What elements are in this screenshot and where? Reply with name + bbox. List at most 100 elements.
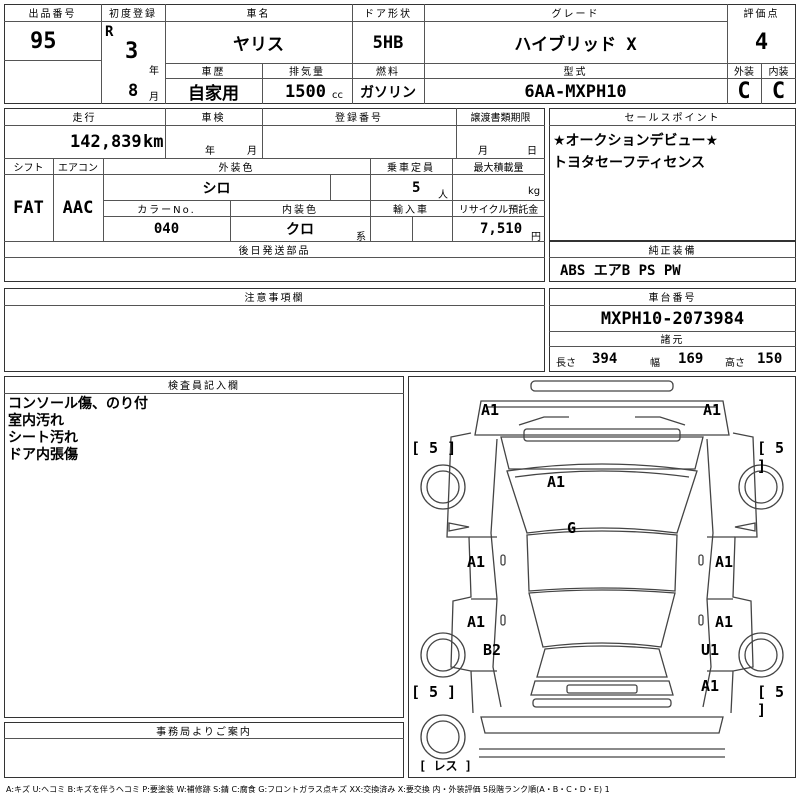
sales-line-1: ★オークションデビュー★ bbox=[553, 133, 719, 149]
mark-windshield: A1 bbox=[547, 473, 566, 491]
max-load-label: 最大積載量 bbox=[473, 162, 524, 174]
tire-rear-right: [ 5 ] bbox=[757, 683, 785, 719]
recycle-label: リサイクル預託金 bbox=[458, 204, 539, 216]
displacement-label: 排気量 bbox=[289, 67, 325, 78]
later-parts-label: 後日発送部品 bbox=[238, 245, 311, 257]
model: 6AA-MXPH10 bbox=[524, 81, 627, 102]
width-label: 幅 bbox=[650, 358, 660, 369]
width: 169 bbox=[678, 351, 704, 367]
ext-score: C bbox=[737, 78, 751, 104]
import-label: 輸入車 bbox=[393, 204, 429, 216]
fuel-label: 燃料 bbox=[376, 67, 400, 78]
month-unit: 月 bbox=[149, 92, 159, 103]
max-load-unit: kg bbox=[528, 186, 541, 197]
grade: ハイブリッド X bbox=[514, 35, 637, 55]
inspection-year-unit: 年 bbox=[205, 146, 215, 157]
ext-color: シロ bbox=[202, 180, 231, 197]
tire-front-left: [ 5 ] bbox=[411, 439, 457, 457]
mark-roof: G bbox=[567, 519, 577, 537]
era: R bbox=[105, 24, 114, 40]
reg-month: 8 bbox=[128, 81, 139, 101]
inspector-note-1: コンソール傷、のり付 bbox=[8, 396, 148, 412]
mark-rear-door-right: A1 bbox=[715, 613, 734, 631]
int-color: クロ bbox=[286, 222, 314, 238]
reg-year: 3 bbox=[125, 38, 139, 64]
ext-color-label: 外装色 bbox=[218, 162, 255, 174]
tire-front-right: [ 5 ] bbox=[757, 439, 785, 475]
inspection-label: 車検 bbox=[201, 113, 226, 124]
capacity: 5 bbox=[412, 179, 421, 196]
inspector-section bbox=[4, 376, 404, 718]
equipment-label: 純正装備 bbox=[648, 245, 697, 257]
car-name: ヤリス bbox=[233, 35, 284, 55]
length-label: 長さ bbox=[556, 358, 576, 369]
displacement: 1500 bbox=[285, 81, 326, 102]
color-no-label: カラーNo. bbox=[137, 204, 196, 216]
car-diagram: A1 A1 A1 G A1 A1 A1 A1 B2 U1 A1 [ 5 ] [ … bbox=[408, 376, 796, 778]
model-label: 型式 bbox=[563, 67, 588, 78]
equipment-section bbox=[549, 241, 796, 282]
sales-label: セールスポイント bbox=[624, 113, 721, 124]
inspector-note-2: 室内汚れ bbox=[8, 413, 64, 429]
caution-section bbox=[4, 288, 545, 372]
reg-no-label: 登録番号 bbox=[335, 113, 383, 124]
tire-rear-left: [ 5 ] bbox=[411, 683, 457, 701]
car-name-label: 車名 bbox=[246, 9, 271, 20]
capacity-label: 乗車定員 bbox=[387, 162, 435, 174]
ac-label: エアコン bbox=[58, 162, 98, 174]
transfer-day-unit: 日 bbox=[527, 146, 537, 157]
sales-line-2: トヨタセーフティセンス bbox=[553, 155, 706, 171]
color-no: 040 bbox=[153, 221, 180, 237]
spec-label: 諸元 bbox=[660, 335, 685, 346]
sales-section bbox=[549, 108, 796, 241]
history: 自家用 bbox=[188, 84, 239, 104]
inspector-note-4: ドア内張傷 bbox=[8, 447, 78, 463]
mark-rear-fender-left: B2 bbox=[483, 641, 502, 659]
first-reg-label: 初度登録 bbox=[109, 9, 157, 20]
door-type: 5HB bbox=[372, 32, 404, 53]
tire-spare: [ レス ] bbox=[419, 759, 472, 773]
mark-front-door-right: A1 bbox=[715, 553, 734, 571]
transfer-month-unit: 月 bbox=[478, 146, 488, 157]
lot-label: 出品番号 bbox=[28, 9, 77, 20]
int-color-label: 内装色 bbox=[282, 204, 318, 216]
inspector-note-3: シート汚れ bbox=[8, 430, 78, 446]
grade-label: グレード bbox=[551, 9, 600, 20]
score: 4 bbox=[754, 30, 769, 55]
mark-front-left: A1 bbox=[481, 401, 500, 419]
fuel: ガソリン bbox=[360, 84, 416, 101]
chassis-number: MXPH10-2073984 bbox=[600, 308, 745, 329]
int-score: C bbox=[771, 78, 786, 104]
door-label: ドア形状 bbox=[364, 9, 412, 20]
shift: FAT bbox=[13, 198, 44, 218]
mileage-unit: km bbox=[143, 132, 164, 152]
recycle: 7,510 bbox=[480, 221, 523, 237]
inspector-label: 検査員記入欄 bbox=[168, 381, 240, 392]
office-label: 事務局よりご案内 bbox=[156, 726, 252, 738]
mark-rear-fender-right: U1 bbox=[701, 641, 720, 659]
chassis-label: 車台番号 bbox=[648, 293, 697, 304]
caution-label: 注意事項欄 bbox=[244, 293, 305, 304]
lot-number: 95 bbox=[30, 28, 57, 54]
mark-rear-right: A1 bbox=[701, 677, 720, 695]
shift-label: シフト bbox=[13, 162, 44, 174]
mark-rear-door-left: A1 bbox=[467, 613, 486, 631]
mileage: 142,839 bbox=[70, 132, 142, 152]
details-section bbox=[4, 108, 545, 282]
office-section bbox=[4, 722, 404, 778]
score-label: 評価点 bbox=[743, 9, 780, 20]
year-unit: 年 bbox=[149, 66, 159, 77]
damage-legend: A:キズ U:ヘコミ B:キズを伴うヘコミ P:要塗装 W:補修跡 S:錆 C:… bbox=[6, 785, 610, 794]
mileage-label: 走行 bbox=[72, 113, 97, 124]
equipment: ABS エアB PS PW bbox=[560, 263, 681, 279]
inspection-month-unit: 月 bbox=[247, 146, 257, 157]
mark-front-right: A1 bbox=[703, 401, 722, 419]
chassis-section bbox=[549, 288, 796, 372]
displacement-unit: cc bbox=[332, 90, 343, 101]
header-section bbox=[4, 4, 796, 104]
history-label: 車歴 bbox=[201, 67, 226, 78]
length: 394 bbox=[592, 351, 618, 367]
recycle-unit: 円 bbox=[531, 232, 541, 243]
car-outline-drawing bbox=[420, 380, 784, 760]
height: 150 bbox=[757, 351, 783, 367]
